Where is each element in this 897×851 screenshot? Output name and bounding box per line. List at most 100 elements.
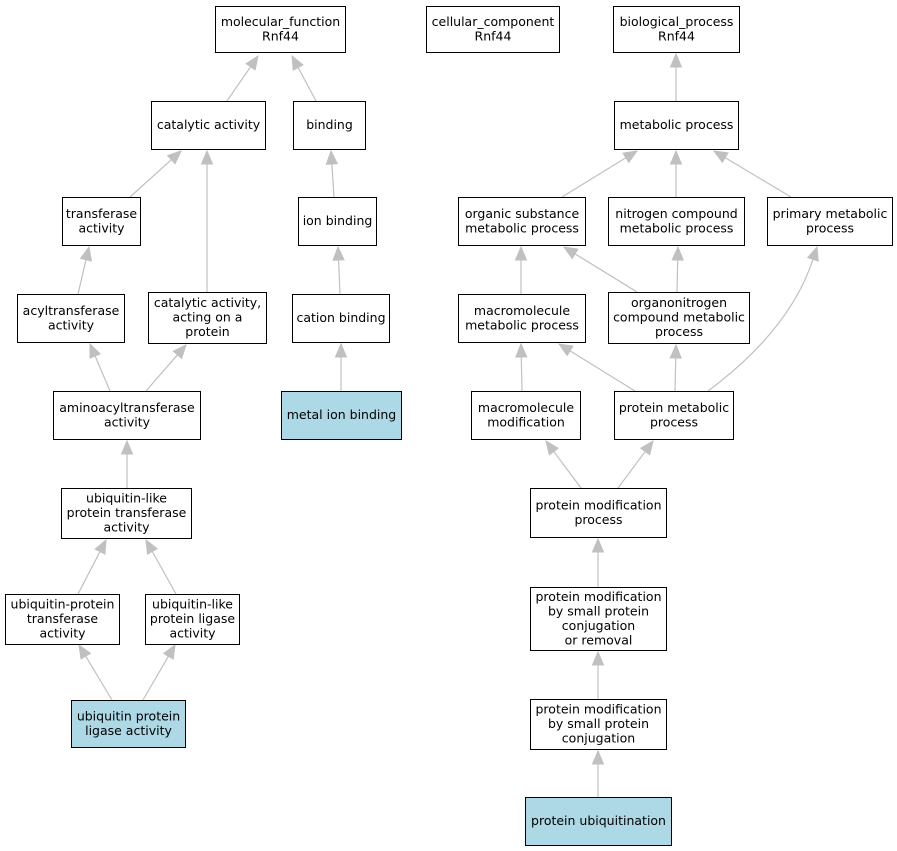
edge-cat_on_protein-to-catalytic	[200, 149, 214, 292]
edge-protein_mod-to-protein_met-arrowhead	[639, 439, 654, 456]
edge-ion_binding-to-binding-arrowhead	[325, 149, 339, 165]
node-prot-ubiq[interactable]: protein ubiquitination	[525, 797, 672, 846]
node-label-line: activity	[103, 520, 150, 535]
node-label-line: protein metabolic	[619, 400, 729, 415]
edge-organic_sub-to-metabolic-line	[561, 157, 627, 198]
node-cation-binding[interactable]: cation binding	[292, 294, 390, 343]
edge-ub_ligase-to-ub_prot_transferase	[78, 643, 113, 701]
edge-macromol_met-to-organic_sub-arrowhead	[514, 245, 528, 261]
node-binding[interactable]: binding	[293, 101, 366, 150]
node-label-line: transferase	[66, 206, 138, 221]
node-label-line: protein	[185, 324, 229, 339]
node-label-line: activity	[78, 220, 125, 235]
edge-ion_binding-to-binding-line	[331, 163, 335, 198]
edge-ub_prot_transferase-to-ubl_transferase-line	[77, 551, 101, 595]
node-box	[458, 197, 586, 246]
node-box	[71, 700, 186, 748]
node-box	[530, 699, 667, 750]
edge-binding-to-mf_root	[291, 54, 317, 102]
node-metal-ion[interactable]: metal ion binding	[281, 391, 402, 440]
edge-primary_met-to-metabolic-arrowhead	[712, 150, 729, 164]
node-box	[292, 294, 390, 343]
node-metabolic[interactable]: metabolic process	[614, 101, 739, 150]
node-box	[471, 391, 581, 440]
edge-organonitrogen-to-organic_sub-arrowhead	[562, 246, 579, 260]
node-label-line: Rnf44	[475, 28, 512, 43]
edge-pm_small_conj-to-pm_small_conj_rem	[591, 650, 605, 699]
node-label-line: organonitrogen	[631, 295, 727, 310]
edge-prot_ubiq-to-pm_small_conj-arrowhead	[591, 749, 605, 765]
edge-protein_met-to-macromol_met	[557, 343, 636, 392]
node-ion-binding[interactable]: ion binding	[298, 197, 377, 246]
edge-protein_met-to-primary_met-line	[707, 259, 814, 392]
edge-ub_ligase-to-ub_prot_transferase-arrowhead	[78, 643, 92, 660]
node-label-line: acyltransferase	[23, 303, 120, 318]
node-label-line: protein ubiquitination	[531, 813, 666, 828]
node-label-line: protein modification	[536, 702, 662, 717]
node-label-line: activity	[39, 626, 86, 641]
edge-pm_small_conj_rem-to-protein_mod-arrowhead	[591, 537, 605, 553]
edge-ub_prot_transferase-to-ubl_transferase-arrowhead	[94, 538, 107, 555]
node-box	[613, 6, 740, 53]
node-box	[62, 197, 141, 246]
node-label-line: catalytic activity,	[154, 295, 261, 310]
node-label-line: binding	[306, 117, 353, 132]
edge-organic_sub-to-metabolic-arrowhead	[622, 150, 639, 164]
edge-primary_met-to-metabolic-line	[724, 157, 792, 198]
node-label-line: modification	[487, 414, 565, 429]
edge-organonitrogen-to-nitrogen_comp	[671, 245, 684, 293]
node-label-line: metal ion binding	[287, 407, 397, 422]
node-label-line: or removal	[565, 632, 633, 647]
node-label-line: macromolecule	[474, 303, 570, 318]
edge-transferase-to-catalytic	[129, 150, 182, 198]
edge-protein_met-to-primary_met-arrowhead	[806, 245, 819, 262]
edge-organic_sub-to-metabolic	[561, 150, 639, 198]
node-label-line: organic substance	[465, 206, 580, 221]
edge-protein_mod-to-macromol_mod-arrowhead	[545, 439, 560, 456]
node-label-line: acting on a	[173, 310, 243, 325]
node-label-line: molecular_function	[221, 14, 340, 29]
edge-protein_met-to-organonitrogen-arrowhead	[669, 343, 682, 359]
edge-cation_binding-to-ion_binding-arrowhead	[332, 245, 345, 261]
edge-organonitrogen-to-nitrogen_comp-arrowhead	[671, 245, 684, 261]
edge-aminoacyl-to-cat_on_protein-arrowhead	[172, 344, 187, 360]
node-catalytic[interactable]: catalytic activity	[151, 101, 266, 150]
node-label-line: nitrogen compound	[615, 206, 737, 221]
node-box	[148, 292, 267, 344]
node-label-line: protein transferase	[67, 505, 187, 520]
edge-pm_small_conj_rem-to-protein_mod	[591, 537, 605, 587]
node-box	[608, 292, 750, 344]
node-box	[215, 6, 346, 53]
edge-ubl_ligase-to-ubl_transferase-line	[151, 551, 177, 595]
edge-transferase-to-catalytic-arrowhead	[166, 150, 182, 165]
edge-ubl_transferase-to-aminoacyl	[120, 439, 134, 488]
edge-aminoacyl-to-cat_on_protein	[145, 344, 187, 392]
nodes-layer: molecular_functionRnf44cellular_componen…	[5, 6, 893, 846]
edge-protein_mod-to-macromol_mod	[545, 439, 582, 489]
edge-cat_on_protein-to-catalytic-arrowhead	[200, 149, 214, 165]
node-box	[767, 197, 893, 246]
node-box	[530, 488, 667, 538]
node-box	[293, 101, 366, 150]
